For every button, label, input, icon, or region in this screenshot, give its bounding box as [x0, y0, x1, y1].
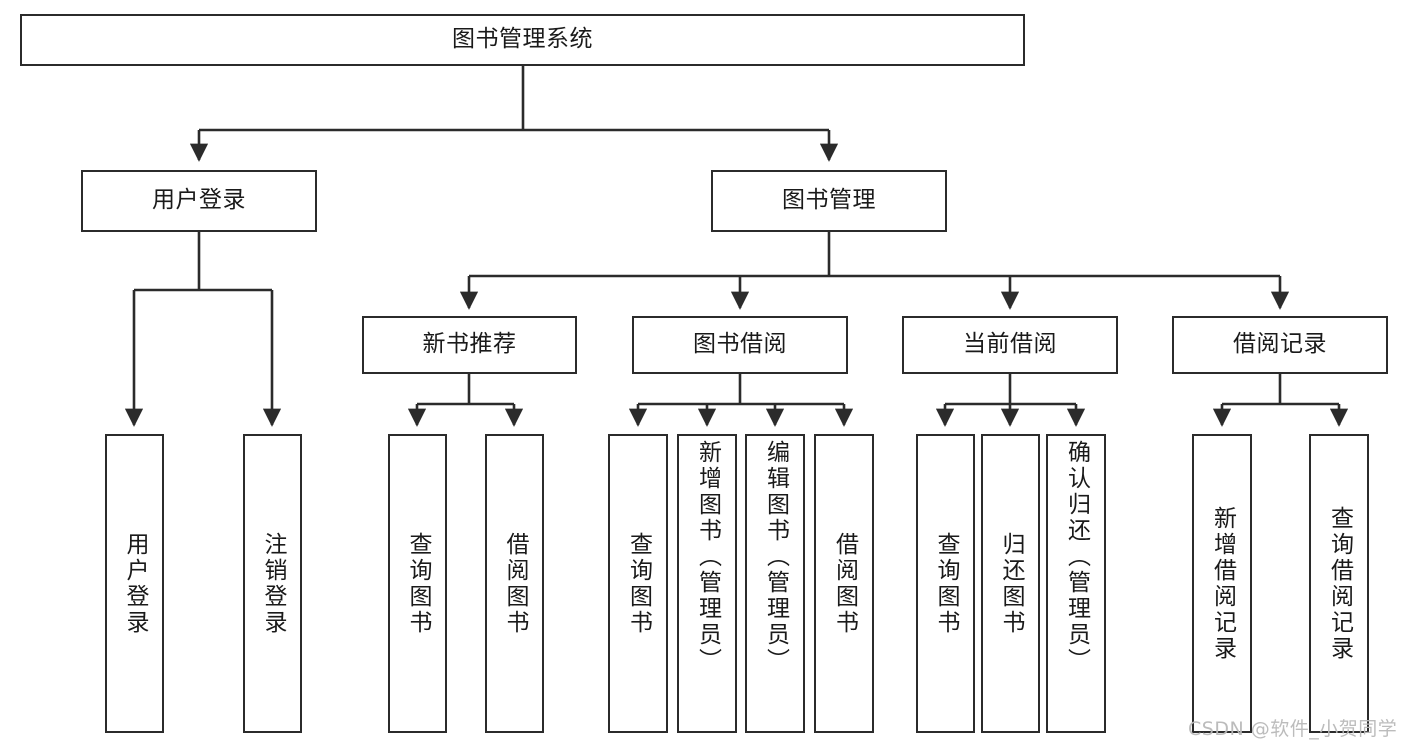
node-label: 新增借阅记录: [1209, 505, 1236, 662]
node-label: 查询图书: [625, 531, 652, 636]
leaf-book-borrow-query[interactable]: 查询图书: [608, 434, 668, 733]
leaf-book-borrow-add[interactable]: 新增图书（管理员）: [677, 434, 737, 733]
node-root-system[interactable]: 图书管理系统: [20, 14, 1025, 66]
node-current-borrow[interactable]: 当前借阅: [902, 316, 1118, 374]
leaf-current-borrow-return[interactable]: 归还图书: [981, 434, 1040, 733]
leaf-book-borrow-borrow[interactable]: 借阅图书: [814, 434, 874, 733]
leaf-new-book-borrow[interactable]: 借阅图书: [485, 434, 544, 733]
node-label: 图书管理: [782, 187, 876, 214]
node-borrow-record[interactable]: 借阅记录: [1172, 316, 1388, 374]
node-label: 用户登录: [122, 531, 148, 636]
leaf-new-book-query[interactable]: 查询图书: [388, 434, 447, 733]
node-label: 用户登录: [152, 187, 246, 214]
node-label: 新书推荐: [422, 331, 517, 358]
node-label: 查询图书: [405, 531, 431, 636]
node-label: 编辑图书（管理员）: [762, 440, 789, 674]
node-label: 查询图书: [933, 531, 959, 636]
node-label: 注销登录: [260, 531, 286, 636]
node-label: 图书管理系统: [452, 26, 593, 53]
node-label: 借阅图书: [831, 531, 858, 636]
node-label: 图书借阅: [693, 331, 787, 358]
node-book-management[interactable]: 图书管理: [711, 170, 947, 232]
node-label: 借阅图书: [502, 531, 528, 636]
node-label: 借阅记录: [1233, 331, 1327, 358]
node-new-book-recommend[interactable]: 新书推荐: [362, 316, 577, 374]
node-label: 新增图书（管理员）: [694, 440, 721, 674]
node-user-login[interactable]: 用户登录: [81, 170, 317, 232]
node-label: 归还图书: [998, 531, 1024, 636]
leaf-borrow-record-query[interactable]: 查询借阅记录: [1309, 434, 1369, 733]
leaf-user-login-login[interactable]: 用户登录: [105, 434, 164, 733]
leaf-borrow-record-add[interactable]: 新增借阅记录: [1192, 434, 1252, 733]
leaf-user-login-logout[interactable]: 注销登录: [243, 434, 302, 733]
leaf-current-borrow-confirm[interactable]: 确认归还（管理员）: [1046, 434, 1106, 733]
node-book-borrow[interactable]: 图书借阅: [632, 316, 848, 374]
leaf-current-borrow-query[interactable]: 查询图书: [916, 434, 975, 733]
node-label: 确认归还（管理员）: [1063, 440, 1090, 674]
node-label: 查询借阅记录: [1326, 505, 1353, 662]
node-label: 当前借阅: [963, 331, 1057, 358]
leaf-book-borrow-edit[interactable]: 编辑图书（管理员）: [745, 434, 805, 733]
